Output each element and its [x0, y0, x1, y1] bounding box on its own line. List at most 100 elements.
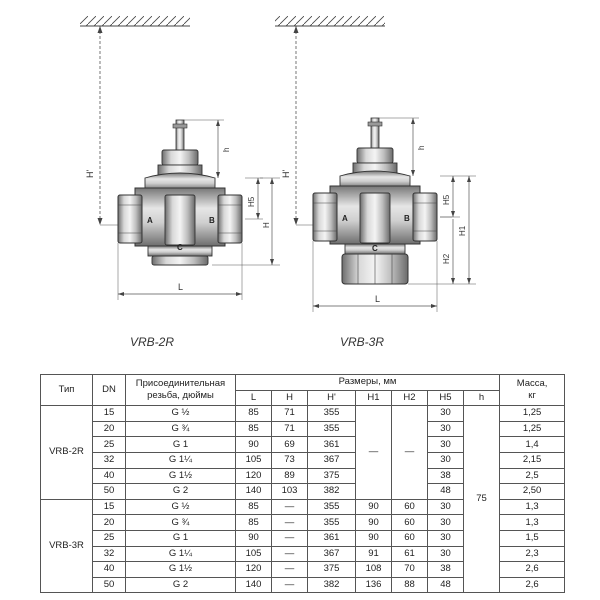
cell-hp: 375	[307, 561, 356, 578]
cell-l: 140	[235, 483, 272, 500]
dim-l-label: L	[375, 294, 380, 304]
ceiling-hatch	[275, 16, 385, 26]
cell-mass: 2,6	[499, 561, 566, 578]
dim-hp-label: H'	[281, 170, 291, 178]
dim-arrow	[270, 178, 274, 184]
cell-thread: G 1¼	[125, 545, 236, 563]
cell-h: —	[271, 529, 308, 547]
dim-h2-label: H2	[442, 253, 451, 264]
port-b-hex	[412, 192, 438, 242]
header-mass-line1: Масса,	[516, 378, 548, 390]
cell-thread: G 2	[125, 483, 236, 500]
cell-hp: 355	[307, 420, 356, 438]
cell-hp: 382	[307, 576, 356, 594]
port-a-label: A	[342, 214, 348, 223]
cell-thread: G 1	[125, 436, 236, 453]
cell-h: 89	[271, 467, 308, 485]
cell-dn: 20	[92, 420, 126, 438]
cell-dn: 50	[92, 576, 126, 594]
valve-vrb-3r-drawing: H' A B C h H5	[275, 16, 476, 312]
dim-arrow	[256, 178, 260, 184]
cell-dn: 40	[92, 467, 126, 485]
cell-mass: 1,5	[499, 529, 566, 547]
port-b-hex	[217, 194, 243, 244]
cell-thread: G 1	[125, 529, 236, 547]
port-a-label: A	[147, 216, 153, 225]
cell-mass: 1,25	[499, 420, 566, 438]
cell-hp: 355	[307, 405, 356, 422]
dim-arrow	[216, 120, 220, 126]
cell-l: 120	[235, 467, 272, 485]
cell-l: 140	[235, 576, 272, 594]
cell-thread: G ¾	[125, 420, 236, 438]
cell-h2: 60	[391, 514, 428, 531]
cell-dn: 25	[92, 436, 126, 453]
port-b-label: B	[209, 216, 215, 225]
header-h-small: h	[462, 389, 501, 407]
table-row: 20 G ¾ 85 71 355 30 1,25	[41, 420, 566, 438]
header-h2: H2	[391, 389, 428, 407]
dim-arrow	[313, 304, 319, 308]
body-dome	[144, 172, 216, 191]
cell-hp: 367	[307, 451, 356, 469]
dim-big-h-label: H	[262, 222, 271, 228]
cell-dn: 15	[92, 405, 126, 422]
cell-l: 120	[235, 561, 272, 578]
model-label-vrb-3r: VRB-3R	[340, 335, 385, 349]
dim-arrow	[216, 172, 220, 178]
port-c-label: C	[177, 243, 183, 252]
cell-thread: G 2	[125, 576, 236, 594]
cell-h: 71	[271, 405, 308, 422]
cell-hp: 355	[307, 498, 356, 516]
cell-h5: 30	[427, 436, 464, 453]
cell-dn: 15	[92, 498, 126, 516]
cell-h1: 90	[355, 514, 392, 531]
header-l: L	[235, 389, 272, 407]
cell-hp: 375	[307, 467, 356, 485]
cell-h2: 60	[391, 498, 428, 516]
cell-hp: 361	[307, 529, 356, 547]
cell-dn: 32	[92, 451, 126, 469]
dimensions-table: Тип DN Присоединительная резьба, дюймы Р…	[40, 373, 566, 594]
header-mass-line2: кг	[528, 390, 536, 402]
cell-mass: 1,3	[499, 514, 566, 531]
header-thread-line1: Присоединительная	[135, 378, 226, 390]
dim-arrow	[451, 211, 455, 217]
cell-hp: 382	[307, 483, 356, 500]
dim-arrow	[256, 213, 260, 219]
cell-l: 105	[235, 545, 272, 563]
valve-drawings: H' A B C h	[80, 16, 476, 312]
dim-arrow	[293, 218, 299, 225]
cell-h: —	[271, 514, 308, 531]
port-c-label: C	[372, 244, 378, 253]
cell-h5: 38	[427, 467, 464, 485]
port-a-hex	[312, 192, 338, 242]
cell-h: —	[271, 561, 308, 578]
valve-vrb-2r-drawing: H' A B C h	[80, 16, 280, 300]
cell-thread: G ½	[125, 498, 236, 516]
cell-mass: 2,50	[499, 483, 566, 500]
body-center-hex	[359, 192, 391, 244]
port-a-hex	[117, 194, 143, 244]
dim-h-small-label: h	[417, 146, 426, 150]
header-h1: H1	[355, 389, 392, 407]
cell-mass: 2,5	[499, 467, 566, 485]
cell-mass: 1,25	[499, 405, 566, 422]
cell-mass: 1,4	[499, 436, 566, 453]
cell-hp: 355	[307, 514, 356, 531]
cell-h: —	[271, 576, 308, 594]
table-row: 50 G 2 140 103 382 48 2,50	[41, 483, 566, 500]
table-row: 40 G 1½ 120 — 375 108 70 38 2,6	[41, 561, 566, 578]
bonnet-nut	[161, 149, 199, 166]
dim-arrow	[431, 304, 437, 308]
cell-thread: G 1½	[125, 467, 236, 485]
header-dn: DN	[92, 373, 126, 407]
type-cell-vrb-3r: VRB-3R	[40, 498, 93, 594]
cell-h2: 88	[391, 576, 428, 594]
bonnet-nut	[356, 147, 394, 164]
cell-l: 85	[235, 498, 272, 516]
cell-dn: 25	[92, 529, 126, 547]
header-h5: H5	[427, 389, 464, 407]
cell-dn: 20	[92, 514, 126, 531]
dim-arrow	[451, 278, 455, 284]
